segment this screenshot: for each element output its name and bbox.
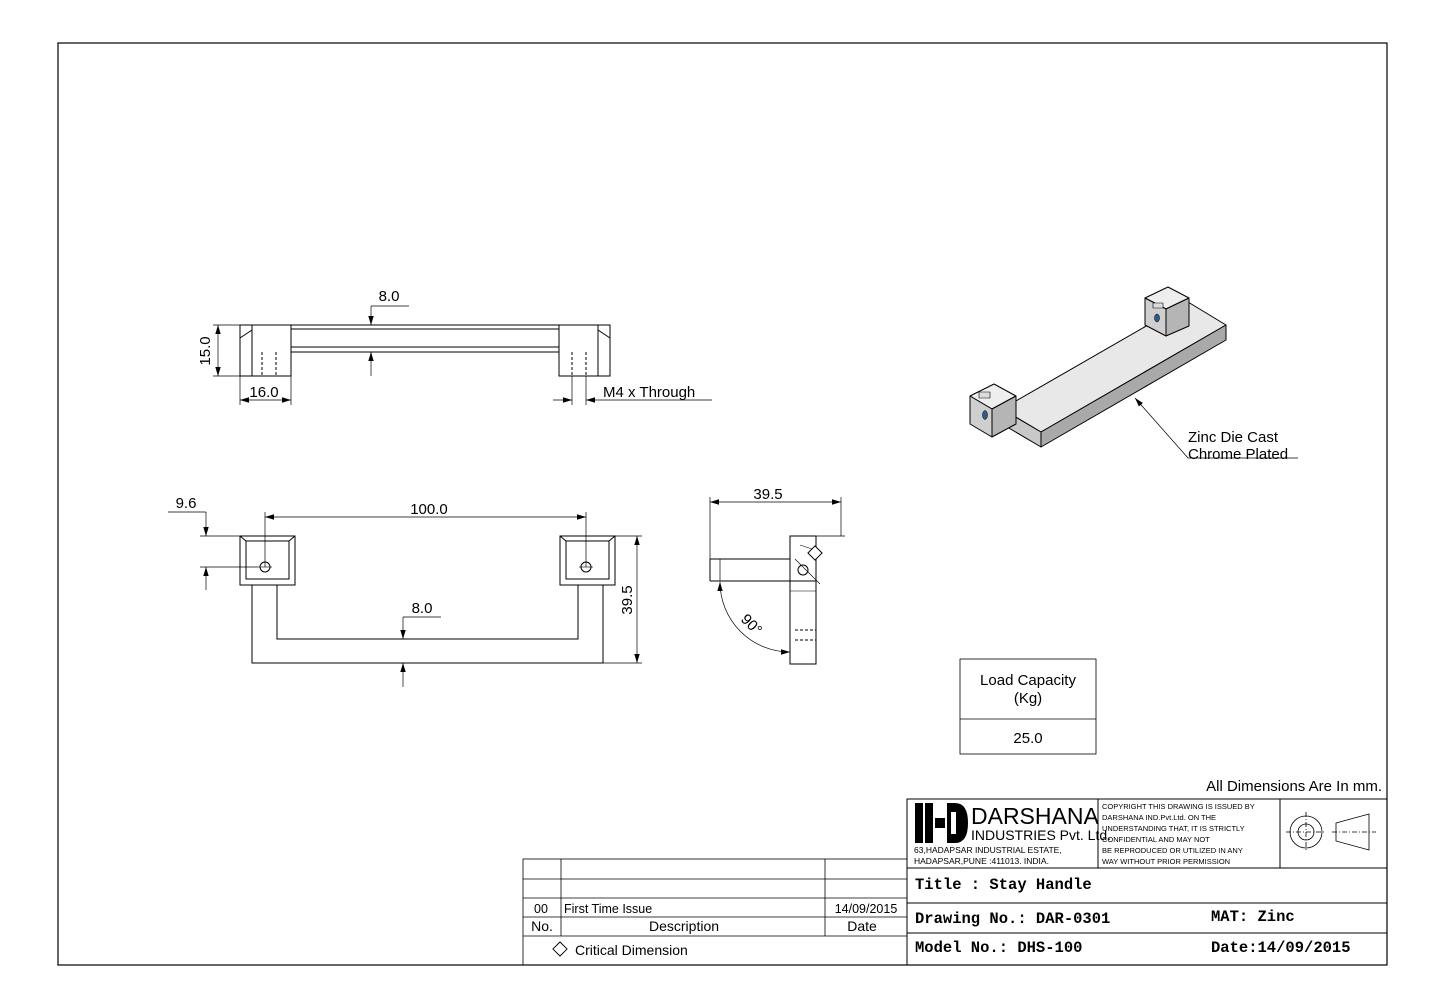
top-dim-center-distance: 100.0 [410, 501, 448, 518]
material: MAT: Zinc [1211, 908, 1295, 926]
load-header-line1: Load Capacity [980, 672, 1076, 689]
load-value: 25.0 [1013, 730, 1042, 747]
revision-header-no: No. [531, 918, 553, 934]
front-dim-bar-thickness: 8.0 [379, 288, 400, 305]
revision-header-description: Description [649, 918, 719, 934]
top-dim-depth: 39.5 [619, 585, 636, 614]
load-header-line2: (Kg) [1014, 690, 1042, 707]
company-logo [915, 803, 968, 843]
side-view [709, 497, 845, 665]
units-note: All Dimensions Are In mm. [1206, 778, 1382, 795]
copyright-notice: COPYRIGHT THIS DRAWING IS ISSUED BY DARS… [1102, 802, 1255, 866]
front-dim-foot-width: 16.0 [249, 384, 278, 401]
front-hole-callout: M4 x Through [603, 384, 695, 401]
copyright-line: UNDERSTANDING THAT, IT IS STRICTLY [1102, 824, 1245, 833]
iso-note-line1: Zinc Die Cast [1188, 429, 1279, 446]
drawing-date: Date:14/09/2015 [1211, 939, 1351, 957]
side-dim-depth: 39.5 [753, 486, 782, 503]
top-view [168, 511, 642, 687]
projection-symbol-icon [1286, 812, 1376, 852]
company-subtitle: INDUSTRIES Pvt. Ltd. [971, 827, 1111, 843]
revision-row-no: 00 [534, 902, 548, 916]
revision-header-date: Date [847, 918, 877, 934]
top-dim-bar-width: 8.0 [412, 600, 433, 617]
company-address-1: 63,HADAPSAR INDUSTRIAL ESTATE, [914, 845, 1062, 855]
front-view [213, 305, 712, 405]
copyright-line: WAY WITHOUT PRIOR PERMISSION [1102, 857, 1230, 866]
side-angle: 90° [737, 611, 765, 639]
title-block [906, 798, 1388, 966]
company-name: DARSHANA [971, 803, 1099, 829]
iso-view [969, 286, 1298, 459]
drawing-number: Drawing No.: DAR-0301 [915, 910, 1110, 928]
revision-row-date: 14/09/2015 [835, 902, 898, 916]
front-dim-height: 15.0 [197, 336, 214, 365]
copyright-line: DARSHANA IND.Pvt.Ltd. ON THE [1102, 813, 1216, 822]
revision-row-description: First Time Issue [564, 902, 652, 916]
company-address-2: HADAPSAR,PUNE :411013. INDIA. [914, 856, 1049, 866]
load-capacity-table [959, 658, 1097, 755]
model-number: Model No.: DHS-100 [915, 939, 1082, 957]
copyright-line: CONFIDENTIAL AND MAY NOT [1102, 835, 1210, 844]
copyright-line: BE REPRODUCED OR UTILIZED IN ANY [1102, 846, 1243, 855]
iso-note-line2: Chrome Plated [1188, 446, 1288, 463]
critical-dimension-legend: Critical Dimension [575, 942, 688, 958]
top-dim-offset: 9.6 [176, 495, 197, 512]
drawing-title: Title : Stay Handle [915, 876, 1092, 894]
copyright-line: COPYRIGHT THIS DRAWING IS ISSUED BY [1102, 802, 1255, 811]
